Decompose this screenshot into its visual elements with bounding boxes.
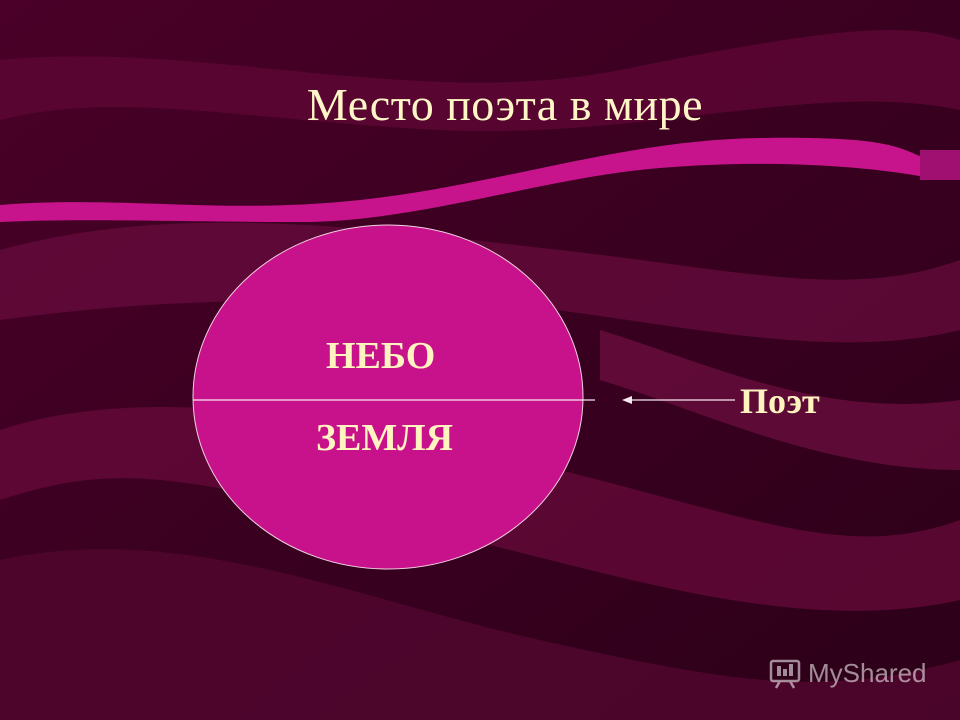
- pointer-arrow-head: [622, 396, 632, 404]
- poet-label: Поэт: [740, 381, 820, 421]
- slide-title: Место поэта в мире: [306, 79, 704, 130]
- world-circle: [192, 224, 584, 570]
- watermark-text: MyShared: [808, 657, 927, 688]
- watermark: MyShared: [768, 656, 927, 690]
- myshared-logo-icon: [769, 659, 801, 689]
- sky-label: НЕБО: [326, 335, 436, 377]
- earth-label: ЗЕМЛЯ: [316, 417, 454, 459]
